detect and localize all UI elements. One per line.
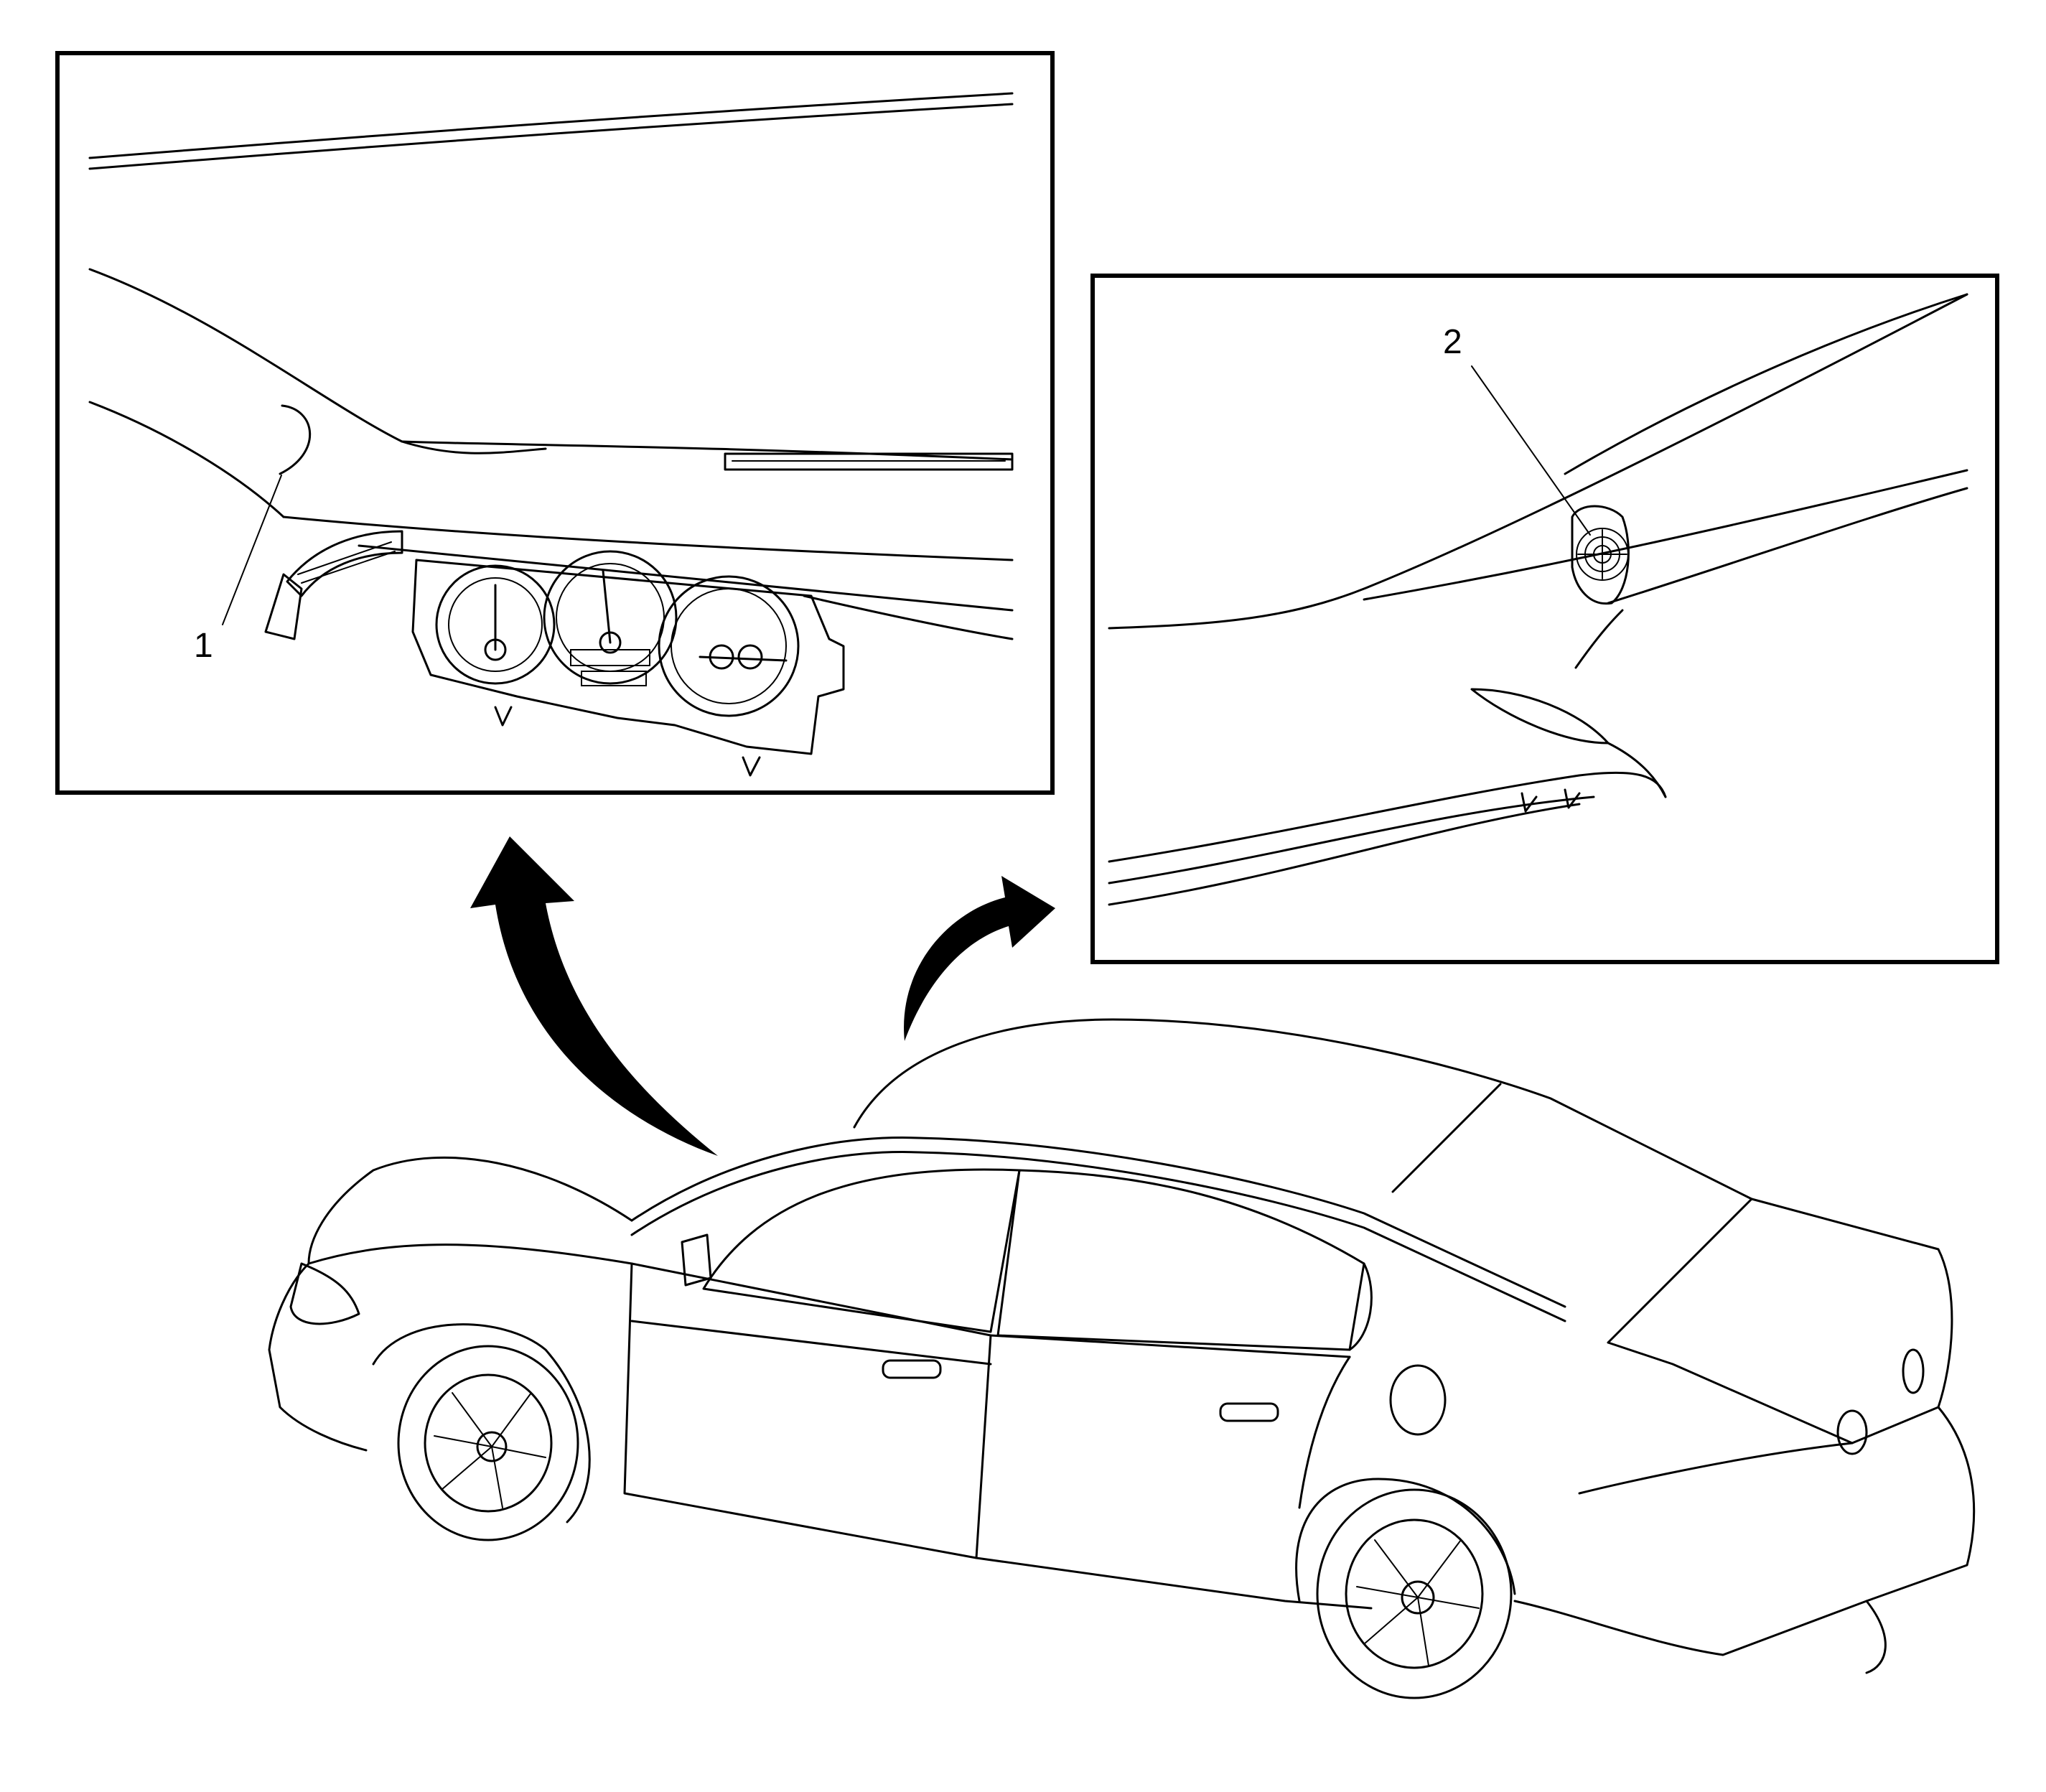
front-door-handle bbox=[882, 1359, 942, 1379]
inset-left: 1 bbox=[55, 51, 1055, 795]
trunk-lid bbox=[1607, 1198, 1953, 1445]
headlamp bbox=[289, 1262, 360, 1325]
tail-light bbox=[1836, 1409, 1868, 1455]
defrost-vent bbox=[724, 452, 1014, 471]
a-pillar-right bbox=[1108, 293, 1968, 630]
callout-1-label: 1 bbox=[194, 627, 213, 665]
cluster-housing bbox=[411, 559, 845, 755]
rear-wheel bbox=[1295, 1478, 1516, 1699]
speaker-grille-icon bbox=[1571, 505, 1630, 605]
gauge-icon bbox=[435, 564, 556, 685]
gauge-icon bbox=[658, 575, 800, 717]
inset-left-frame bbox=[55, 51, 1055, 795]
rear-door-handle bbox=[1219, 1402, 1279, 1422]
front-wheel bbox=[372, 1323, 591, 1541]
roof-edge-line bbox=[88, 92, 1014, 159]
side-mirror bbox=[681, 1233, 712, 1287]
roof-line bbox=[853, 1018, 1753, 1200]
callout-1-leader bbox=[222, 475, 282, 625]
a-pillar bbox=[88, 268, 547, 454]
instrument-cluster bbox=[411, 550, 845, 777]
rear-door-window bbox=[996, 1169, 1365, 1351]
hood bbox=[307, 1156, 633, 1265]
car bbox=[268, 1018, 1976, 1699]
inset-right-frame bbox=[1090, 274, 1999, 964]
callout-2-label: 2 bbox=[1443, 323, 1462, 361]
inset-right: 2 bbox=[1090, 274, 1999, 964]
rear-bumper bbox=[1513, 1600, 1887, 1674]
curved-arrow-icon bbox=[470, 836, 718, 1156]
pillar-speaker-1 bbox=[279, 404, 312, 475]
front-bumper bbox=[268, 1262, 368, 1452]
rocker bbox=[623, 1262, 1373, 1610]
door-gap bbox=[975, 1334, 992, 1559]
curved-arrow-icon bbox=[904, 876, 1055, 1041]
fuel-door bbox=[1389, 1364, 1447, 1436]
dash-edge bbox=[1108, 771, 1667, 863]
front-door-window bbox=[702, 1168, 1021, 1333]
callout-2-leader bbox=[1471, 365, 1591, 536]
